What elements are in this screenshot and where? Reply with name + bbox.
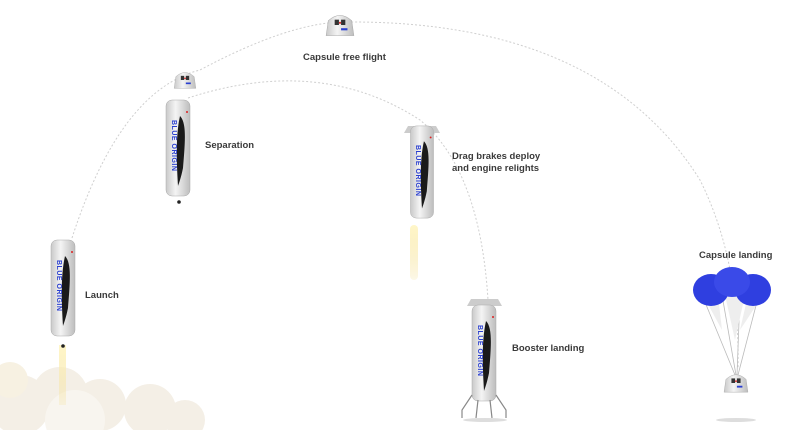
launch-rocket	[50, 239, 76, 337]
separated-capsule	[173, 72, 197, 89]
label-drag-brakes-line1: Drag brakes deploy	[452, 151, 541, 162]
capsule-trajectory	[71, 21, 739, 369]
launch-rocket-logo-text: BLUE ORIGIN	[55, 260, 62, 311]
label-drag-brakes: Drag brakes deploy and engine relights	[452, 151, 540, 175]
separation-booster	[165, 99, 191, 197]
separation-rocket-logo-text: BLUE ORIGIN	[170, 120, 177, 171]
launch-smoke	[0, 362, 205, 430]
booster-trajectory	[187, 80, 489, 301]
landed-booster-logo-text: BLUE ORIGIN	[476, 325, 483, 376]
label-booster-landing: Booster landing	[512, 343, 585, 354]
free-flight-capsule	[325, 14, 355, 37]
drag-brakes-rocket	[404, 125, 440, 280]
parachute-capsule	[693, 267, 771, 422]
landed-booster	[461, 299, 507, 422]
drag-brakes-rocket-logo-text: BLUE ORIGIN	[414, 145, 421, 196]
label-launch: Launch	[85, 290, 119, 301]
label-capsule-free-flight: Capsule free flight	[303, 52, 386, 63]
label-drag-brakes-line2: and engine relights	[452, 163, 540, 174]
label-capsule-landing: Capsule landing	[699, 250, 773, 261]
label-separation: Separation	[205, 140, 255, 151]
launch-flame	[59, 345, 66, 405]
